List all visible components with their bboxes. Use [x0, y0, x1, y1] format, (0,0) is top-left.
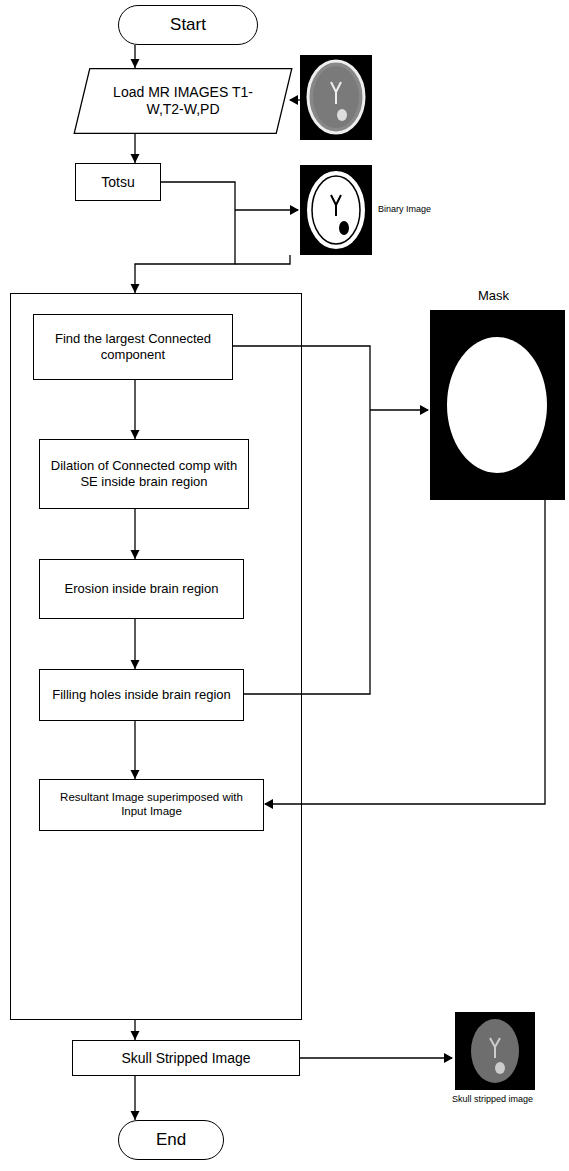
group-box: Find the largest Connected componentDila… — [10, 293, 302, 1020]
connector-line — [235, 255, 290, 264]
process-box: Filling holes inside brain region — [39, 669, 244, 721]
input-parallelogram: Load MR IMAGES T1-W,T2-W,PD — [72, 68, 294, 134]
node-text: Load MR IMAGES T1-W,T2-W,PD — [100, 84, 266, 118]
flow-arrow — [131, 45, 140, 68]
node-text: End — [156, 1130, 186, 1150]
skull-stripped-image — [455, 1012, 535, 1090]
arrow-line — [300, 1057, 452, 1058]
flow-arrow — [131, 619, 140, 669]
image-label: Binary Image — [378, 204, 431, 214]
flow-arrow — [131, 1076, 140, 1120]
mr-image — [300, 55, 372, 140]
arrow-line — [370, 409, 428, 410]
end-terminal: End — [118, 1120, 224, 1160]
arrow-line — [265, 500, 545, 804]
flow-arrow — [131, 509, 140, 559]
arrow-line — [235, 209, 298, 210]
output-box: Skull Stripped Image — [72, 1040, 300, 1076]
node-text: Filling holes inside brain region — [52, 687, 231, 703]
flow-arrow — [131, 380, 140, 439]
flow-arrow — [131, 134, 140, 163]
flow-arrow — [131, 1020, 140, 1040]
process-box: Erosion inside brain region — [39, 559, 244, 619]
process-box: Resultant Image superimposed with Input … — [39, 779, 264, 831]
start-terminal: Start — [118, 5, 258, 45]
node-text: Totsu — [101, 174, 134, 191]
node-text: Start — [170, 15, 206, 35]
process-box: Totsu — [75, 163, 161, 201]
arrow-line — [290, 99, 300, 100]
process-box: Dilation of Connected comp with SE insid… — [39, 439, 249, 509]
process-box: Find the largest Connected component — [33, 314, 233, 380]
node-text: Dilation of Connected comp with SE insid… — [48, 458, 240, 489]
binary-image — [300, 165, 372, 255]
node-text: Erosion inside brain region — [65, 581, 219, 597]
node-text: Find the largest Connected component — [42, 331, 224, 362]
node-text: Skull Stripped Image — [121, 1050, 250, 1067]
image-label: Mask — [478, 288, 509, 303]
flow-arrow — [131, 721, 140, 779]
image-label: Skull stripped image — [452, 1094, 533, 1104]
node-text: Resultant Image superimposed with Input … — [48, 791, 255, 819]
mask-image — [430, 310, 565, 500]
